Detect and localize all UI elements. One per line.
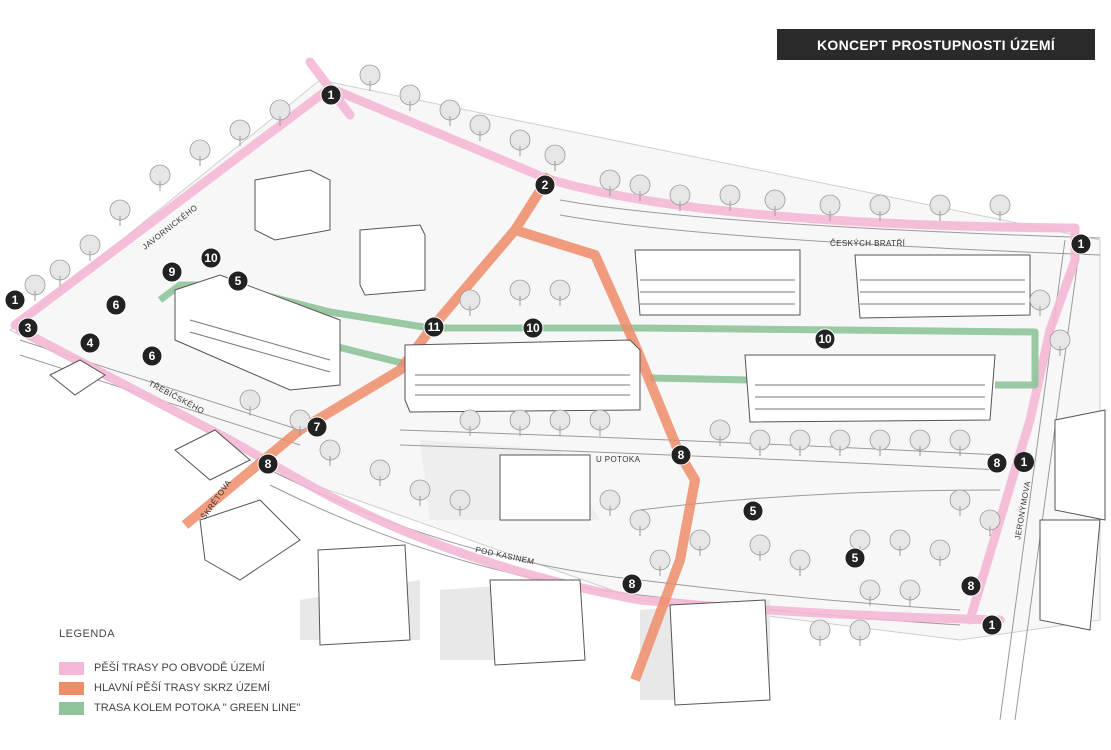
legend-item-green: TRASA KOLEM POTOKA " GREEN LINE"	[59, 700, 300, 716]
legend-swatch-perimeter	[59, 661, 84, 675]
marker-10: 10	[522, 317, 544, 339]
marker-label: 10	[204, 251, 218, 265]
marker-8: 8	[986, 452, 1008, 474]
marker-circle	[105, 294, 127, 316]
marker-circle	[79, 332, 101, 354]
marker-6: 6	[141, 345, 163, 367]
marker-circle	[621, 573, 643, 595]
marker-circle	[200, 247, 222, 269]
marker-1: 1	[1070, 233, 1092, 255]
marker-8: 8	[960, 575, 982, 597]
marker-label: 6	[113, 298, 120, 312]
marker-11: 11	[423, 316, 445, 338]
marker-circle	[986, 452, 1008, 474]
marker-circle	[227, 270, 249, 292]
marker-circle	[306, 416, 328, 438]
marker-circle	[257, 453, 279, 475]
marker-circle	[1070, 233, 1092, 255]
street-u-potoka: U POTOKA	[596, 455, 641, 464]
marker-circle	[522, 317, 544, 339]
marker-circle	[1014, 452, 1034, 472]
legend-label-green: TRASA KOLEM POTOKA " GREEN LINE"	[94, 702, 301, 714]
marker-1: 1	[4, 289, 26, 311]
marker-label: 1	[1078, 237, 1085, 251]
building-windows	[189, 279, 1025, 410]
marker-circle	[534, 174, 556, 196]
marker-10: 10	[200, 247, 222, 269]
marker-label: 1	[328, 88, 335, 102]
legend-label-main: HLAVNÍ PĚŠÍ TRASY SKRZ ÚZEMÍ	[94, 682, 271, 694]
marker-8: 8	[257, 453, 279, 475]
marker-circle	[960, 575, 982, 597]
legend: LEGENDA PĚŠÍ TRASY PO OBVODĚ ÚZEMÍ HLAVN…	[59, 628, 300, 720]
buildings	[49, 169, 1106, 706]
marker-label: 8	[265, 457, 272, 471]
legend-title: LEGENDA	[59, 628, 116, 640]
marker-1: 1	[320, 84, 342, 106]
marker-label: 8	[968, 579, 975, 593]
marker-label: 10	[818, 332, 832, 346]
marker-2: 2	[534, 174, 556, 196]
marker-3: 3	[17, 317, 39, 339]
legend-swatch-green	[59, 701, 84, 715]
marker-label: 1	[989, 618, 996, 632]
legend-item-main: HLAVNÍ PĚŠÍ TRASY SKRZ ÚZEMÍ	[59, 680, 300, 696]
legend-item-perimeter: PĚŠÍ TRASY PO OBVODĚ ÚZEMÍ	[59, 660, 300, 676]
marker-label: 8	[994, 456, 1001, 470]
marker-circle	[161, 261, 183, 283]
trees	[24, 64, 1071, 646]
marker-circle	[670, 444, 692, 466]
marker-1: 1	[981, 614, 1003, 636]
marker-circle	[17, 317, 39, 339]
marker-label: 5	[750, 504, 757, 518]
street-ceskych-bratri: ČESKÝCH BRATŘÍ	[830, 239, 906, 248]
marker-circle	[4, 289, 26, 311]
marker-label: 6	[149, 349, 156, 363]
legend-label-perimeter: PĚŠÍ TRASY PO OBVODĚ ÚZEMÍ	[94, 662, 265, 674]
marker-label: 1	[12, 293, 19, 307]
marker-circle	[423, 316, 445, 338]
marker-label: 3	[25, 321, 32, 335]
marker-8: 8	[621, 573, 643, 595]
marker-4: 4	[79, 332, 101, 354]
marker-7: 7	[306, 416, 328, 438]
marker-label: 10	[526, 321, 540, 335]
marker-circle	[814, 328, 836, 350]
marker-8: 8	[670, 444, 692, 466]
map-title: KONCEPT PROSTUPNOSTI ÚZEMÍ	[777, 29, 1095, 60]
marker-label: 11	[428, 320, 441, 334]
marker-label: 8	[629, 577, 636, 591]
marker-5: 5	[844, 547, 866, 569]
marker-10: 10	[814, 328, 836, 350]
marker-6: 6	[105, 294, 127, 316]
marker-circle	[742, 500, 764, 522]
marker-circle	[981, 614, 1003, 636]
marker-circle	[141, 345, 163, 367]
legend-swatch-main	[59, 681, 84, 695]
marker-label: 9	[169, 265, 176, 279]
marker-label: 7	[314, 420, 321, 434]
marker-1: 1	[1014, 452, 1034, 472]
marker-label: 4	[87, 336, 94, 350]
marker-label: 2	[542, 178, 549, 192]
marker-label: 5	[235, 274, 242, 288]
marker-5: 5	[227, 270, 249, 292]
marker-5: 5	[742, 500, 764, 522]
marker-label: 8	[678, 448, 685, 462]
marker-label: 1	[1021, 455, 1028, 469]
marker-circle	[844, 547, 866, 569]
marker-label: 5	[852, 551, 859, 565]
marker-9: 9	[161, 261, 183, 283]
marker-circle	[320, 84, 342, 106]
